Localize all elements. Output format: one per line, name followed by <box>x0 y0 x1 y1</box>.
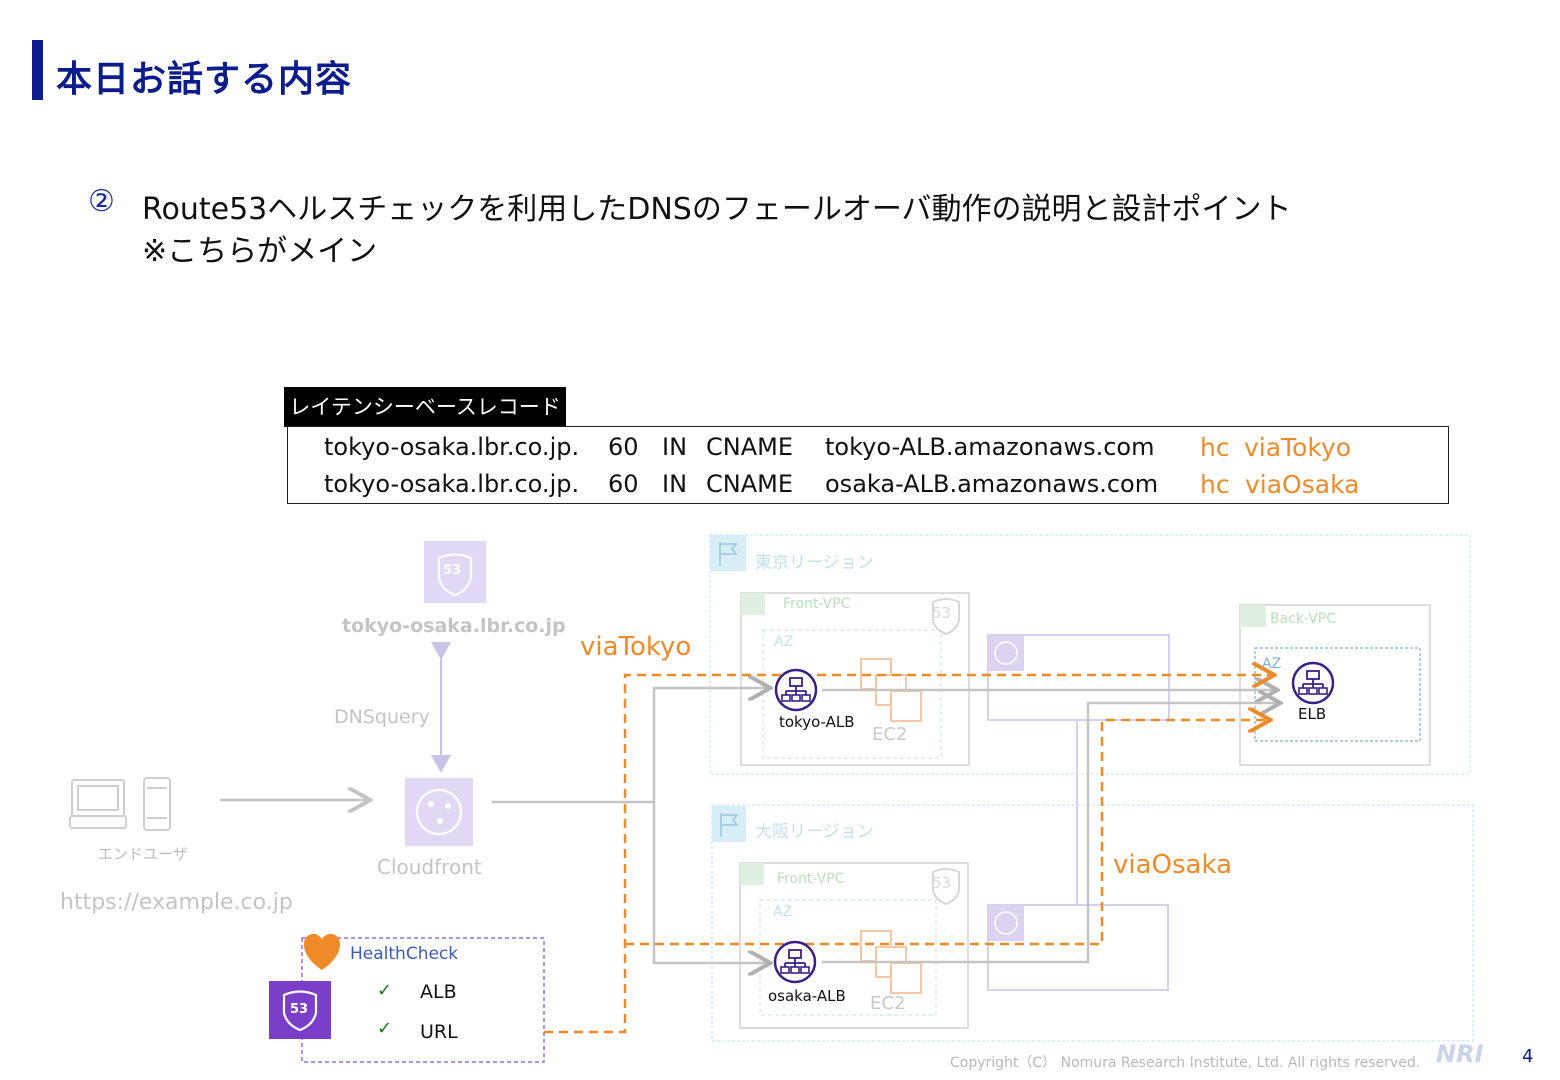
title-accent-bar <box>32 40 43 100</box>
slide-title: 本日お話する内容 <box>56 59 353 100</box>
route53-badge-label: 53 <box>932 874 952 892</box>
page-number: 4 <box>1522 1046 1534 1067</box>
osaka-alb-icon <box>773 940 817 984</box>
healthcheck-item-alb: ALB <box>420 981 457 1003</box>
tokyo-alb-icon <box>774 668 818 712</box>
desktop-icon <box>69 779 127 829</box>
transit-gateway-icon <box>988 905 1024 941</box>
cloudfront-to-tokyo-alb <box>492 688 768 804</box>
osaka-alb-to-elb <box>822 703 1278 964</box>
cloudfront-icon <box>405 778 473 846</box>
back-vpc-box <box>1239 604 1431 766</box>
vpc-cloud-icon <box>740 863 764 885</box>
transit-gateway-icon <box>994 911 1018 935</box>
osaka-ec2-label: EC2 <box>870 993 906 1014</box>
transit-box-tokyo <box>987 634 1170 721</box>
nri-logo: NRI <box>1436 1040 1484 1068</box>
record-2-type: CNAME <box>706 470 793 498</box>
vpc-cloud-icon <box>1240 605 1266 627</box>
tokyo-region-icon <box>710 535 746 571</box>
record-1-ttl: 60 <box>608 433 639 461</box>
tokyo-alb-label: tokyo-ALB <box>779 713 855 731</box>
tokyo-region-label: 東京リージョン <box>755 553 874 573</box>
osaka-front-vpc-box <box>739 862 969 1029</box>
record-1-hc-name: viaTokyo <box>1244 433 1352 462</box>
healthcheck-via-osaka <box>625 720 1268 946</box>
flag-icon <box>720 813 739 837</box>
tokyo-ec2-label: EC2 <box>872 724 908 745</box>
smartphone-icon <box>143 777 171 831</box>
transit-gateway-icon <box>994 641 1018 665</box>
route53-badge-label: 53 <box>443 563 462 578</box>
item-text-line2: ※こちらがメイン <box>142 234 378 269</box>
record-box: tokyo-osaka.lbr.co.jp. 60 IN CNAME tokyo… <box>287 426 1449 504</box>
footer-copyright: Copyright（C） Nomura Research Institute, … <box>950 1055 1421 1071</box>
record-tag: レイテンシーベースレコード <box>284 387 566 427</box>
back-az-label: AZ <box>1262 656 1282 672</box>
heart-icon <box>303 933 341 970</box>
record-1-type: CNAME <box>706 433 793 461</box>
dnsquery-label: DNSquery <box>334 706 430 728</box>
record-2-class: IN <box>662 470 688 498</box>
cloudfront-to-osaka-alb <box>652 802 768 963</box>
route53-icon <box>424 541 486 603</box>
route53-badge-label: 53 <box>932 604 952 622</box>
cloudfront-label: Cloudfront <box>377 855 482 879</box>
osaka-region-box <box>711 804 1474 1042</box>
transit-gateway-icon <box>988 635 1024 671</box>
check-icon: ✓ <box>377 1018 393 1039</box>
route53-domain-label: tokyo-osaka.lbr.co.jp <box>342 615 566 637</box>
elb-label: ELB <box>1298 705 1327 723</box>
record-2-name: tokyo-osaka.lbr.co.jp. <box>324 470 580 498</box>
check-icon: ✓ <box>377 980 393 1001</box>
item-text-line1: Route53ヘルスチェックを利用したDNSのフェールオーバ動作の説明と設計ポイ… <box>142 192 1292 227</box>
item-number: ② <box>88 184 115 219</box>
record-2-ttl: 60 <box>608 470 639 498</box>
osaka-alb-label: osaka-ALB <box>768 987 846 1005</box>
tokyo-az-label: AZ <box>774 634 794 650</box>
tokyo-front-vpc-label: Front-VPC <box>783 596 851 612</box>
osaka-region-icon <box>712 806 746 842</box>
record-1-target: tokyo-ALB.amazonaws.com <box>825 433 1155 461</box>
healthcheck-item-url: URL <box>420 1021 458 1043</box>
vpc-cloud-icon <box>741 593 765 615</box>
url-label: https://example.co.jp <box>60 890 293 915</box>
flag-icon <box>719 542 738 566</box>
tokyo-region-box <box>709 534 1471 775</box>
back-vpc-label: Back-VPC <box>1270 611 1337 627</box>
record-2-target: osaka-ALB.amazonaws.com <box>825 470 1159 498</box>
record-2-hc-name: viaOsaka <box>1245 470 1360 499</box>
osaka-az-box <box>759 899 937 1016</box>
route53-badge-label: 53 <box>290 1002 309 1017</box>
osaka-region-label: 大阪リージョン <box>755 822 874 842</box>
tokyo-front-vpc-box <box>740 592 970 766</box>
record-1-name: tokyo-osaka.lbr.co.jp. <box>324 433 580 461</box>
osaka-front-vpc-label: Front-VPC <box>777 871 845 887</box>
enduser-label: エンドユーザ <box>98 845 188 863</box>
back-az-box <box>1254 647 1421 742</box>
healthcheck-title: HealthCheck <box>350 944 459 964</box>
healthcheck-box <box>301 937 545 1063</box>
record-2-hc: hc <box>1200 470 1230 499</box>
via-tokyo-label: viaTokyo <box>580 632 692 662</box>
route53-icon <box>932 598 960 636</box>
elb-icon <box>1291 661 1335 705</box>
healthcheck-via-tokyo <box>484 675 1272 1034</box>
record-1-class: IN <box>662 433 688 461</box>
record-1-hc: hc <box>1200 433 1230 462</box>
osaka-az-label: AZ <box>773 904 793 920</box>
via-osaka-label: viaOsaka <box>1113 850 1233 880</box>
route53-icon <box>932 868 960 906</box>
